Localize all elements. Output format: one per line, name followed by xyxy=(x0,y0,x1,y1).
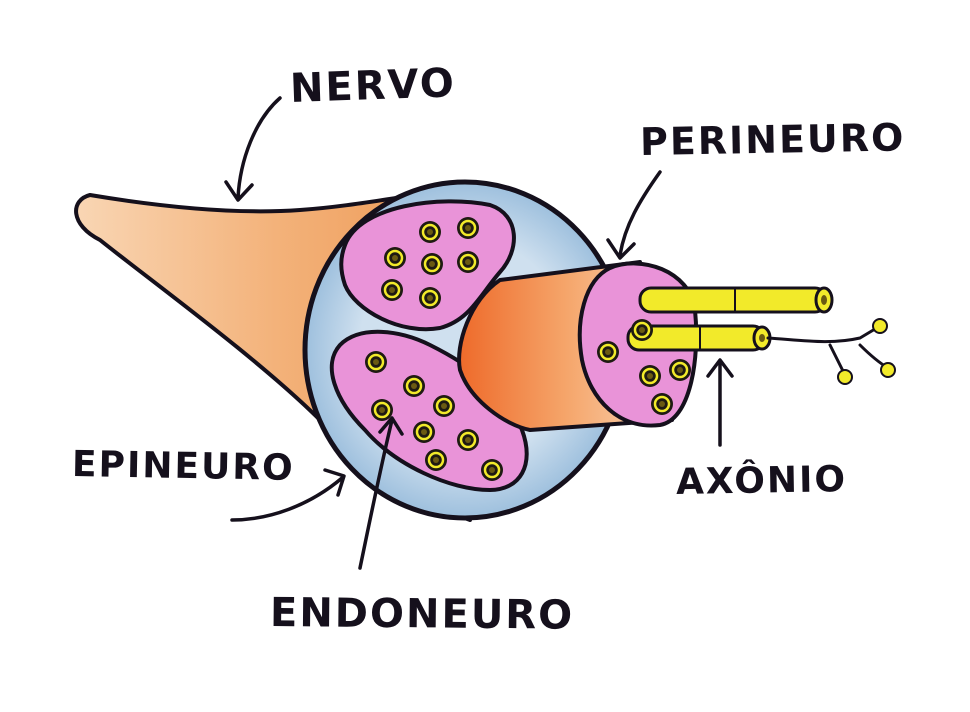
axon-core xyxy=(639,327,645,333)
axon-dots-lower xyxy=(365,351,503,481)
arrow-endoneuro xyxy=(358,416,404,570)
axon-ring xyxy=(367,353,385,371)
axon-core xyxy=(427,295,433,301)
label-axonio: AXÔNIO xyxy=(675,459,848,503)
axon-dots-upper xyxy=(381,217,479,309)
label-epineuro: EPINEURO xyxy=(71,444,295,489)
axon-ring xyxy=(386,249,404,267)
axon-ring xyxy=(653,395,671,413)
arrow-perineuro xyxy=(606,170,662,260)
label-perineuro: PERINEURO xyxy=(639,115,906,164)
axon-core xyxy=(392,255,398,261)
axon-ring xyxy=(383,281,401,299)
axon-ring xyxy=(459,219,477,237)
axon-core xyxy=(379,407,385,413)
arrow-epineuro xyxy=(230,468,346,522)
axon-ring xyxy=(421,223,439,241)
axon-ring xyxy=(415,423,433,441)
label-nervo: NERVO xyxy=(289,60,457,112)
axon-core xyxy=(489,467,495,473)
axon-ring xyxy=(405,377,423,395)
axon-dots-face xyxy=(597,319,691,415)
axon-ring xyxy=(427,451,445,469)
axon-ring xyxy=(373,401,391,419)
axon-core xyxy=(659,401,665,407)
axon-core xyxy=(465,225,471,231)
axon-ring xyxy=(423,255,441,273)
axon-core xyxy=(647,373,653,379)
axon-ring xyxy=(599,343,617,361)
axon-bundle xyxy=(626,286,896,385)
axon-core xyxy=(433,457,439,463)
axon-core xyxy=(429,261,435,267)
axon-ring xyxy=(459,431,477,449)
axon-core xyxy=(421,429,427,435)
axon-core xyxy=(389,287,395,293)
axon-ring xyxy=(641,367,659,385)
axon-core xyxy=(677,367,683,373)
axon-core xyxy=(373,359,379,365)
axon-core xyxy=(411,383,417,389)
axon-ring xyxy=(459,253,477,271)
axon-ring xyxy=(483,461,501,479)
axon-upper xyxy=(638,286,828,314)
axon-core xyxy=(441,403,447,409)
label-endoneuro: ENDONEURO xyxy=(269,590,575,639)
axon-ring xyxy=(671,361,689,379)
axon-core xyxy=(465,437,471,443)
arrow-axonio xyxy=(706,358,734,447)
axon-core xyxy=(465,259,471,265)
axon-core xyxy=(605,349,611,355)
arrow-nervo xyxy=(224,96,282,202)
axon-ring xyxy=(633,321,651,339)
axon-ring xyxy=(421,289,439,307)
axon-terminals xyxy=(766,324,890,377)
axon-core xyxy=(427,229,433,235)
axon-ring xyxy=(435,397,453,415)
